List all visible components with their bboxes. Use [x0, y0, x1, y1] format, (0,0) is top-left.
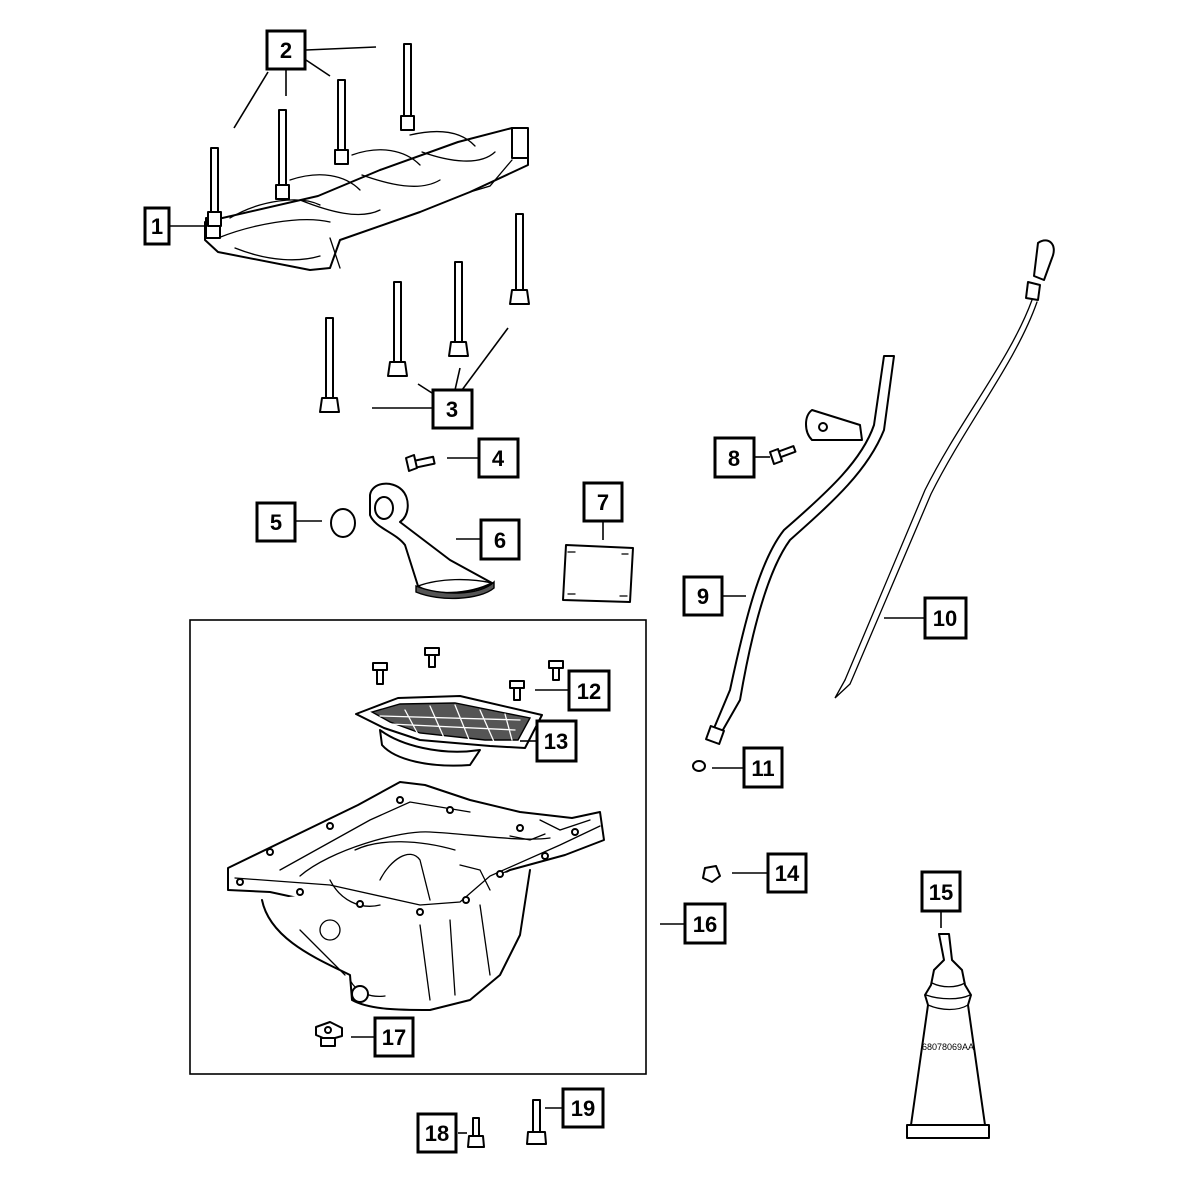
gasket-plate-part — [562, 544, 634, 603]
callout-6: 6 — [479, 518, 521, 561]
callout-9: 9 — [682, 575, 724, 617]
dipstick-tube-bolt-part — [769, 445, 797, 465]
oil-pan-assembly-frame — [189, 619, 647, 1075]
callout-18: 18 — [416, 1112, 458, 1154]
svg-text:8: 8 — [728, 446, 740, 471]
callout-3: 3 — [431, 388, 474, 430]
callout-4: 4 — [477, 437, 520, 479]
callout-7: 7 — [582, 481, 624, 523]
svg-text:13: 13 — [544, 729, 568, 754]
svg-text:19: 19 — [571, 1096, 595, 1121]
svg-text:4: 4 — [492, 446, 505, 471]
svg-text:14: 14 — [775, 861, 800, 886]
dipstick-tube-part — [705, 355, 895, 745]
dipstick-part — [834, 239, 1055, 699]
svg-text:5: 5 — [270, 510, 282, 535]
oil-pan-part — [227, 781, 605, 1011]
leader-lines — [168, 46, 942, 1134]
svg-text:10: 10 — [933, 606, 957, 631]
svg-text:2: 2 — [280, 38, 292, 63]
svg-text:3: 3 — [446, 397, 458, 422]
oil-pickup-tube-part — [369, 482, 495, 600]
stud-bolts-part — [207, 43, 415, 227]
callout-10: 10 — [923, 596, 968, 640]
callout-15: 15 — [920, 870, 962, 913]
callout-8: 8 — [713, 436, 756, 479]
svg-text:18: 18 — [425, 1121, 449, 1146]
dipstick-o-ring-part — [692, 760, 706, 772]
svg-text:12: 12 — [577, 679, 601, 704]
windage-tray-bolts-part — [372, 647, 564, 701]
callout-19: 19 — [561, 1087, 605, 1129]
callout-12: 12 — [567, 669, 611, 712]
callout-17: 17 — [373, 1016, 415, 1058]
callout-2: 2 — [265, 29, 307, 71]
pan-bolt-short-part — [467, 1117, 485, 1148]
callout-5: 5 — [255, 501, 297, 543]
tube-bolt-part — [405, 454, 436, 472]
callout-14: 14 — [766, 852, 808, 894]
svg-text:1: 1 — [151, 214, 163, 239]
bedplate-part — [204, 127, 529, 271]
oil-drain-plug-part — [315, 1021, 343, 1047]
svg-text:6: 6 — [494, 528, 506, 553]
svg-text:7: 7 — [597, 490, 609, 515]
svg-text:16: 16 — [693, 912, 717, 937]
windage-tray-part — [355, 695, 543, 767]
svg-text:17: 17 — [382, 1025, 406, 1050]
svg-text:11: 11 — [751, 756, 774, 781]
callout-1: 1 — [143, 206, 171, 246]
sealant-tube-part: 68078069AA — [906, 933, 990, 1139]
callout-13: 13 — [535, 719, 578, 763]
svg-text:9: 9 — [697, 584, 709, 609]
callout-11: 11 — [742, 746, 784, 789]
bedplate-bolts-part — [319, 213, 530, 413]
callout-16: 16 — [683, 902, 727, 945]
svg-text:15: 15 — [929, 880, 953, 905]
drain-plug-part — [702, 865, 721, 883]
pan-bolt-long-part — [526, 1099, 547, 1145]
sealant-tube-label: 68078069AA — [922, 1042, 974, 1052]
o-ring-part — [330, 508, 356, 538]
